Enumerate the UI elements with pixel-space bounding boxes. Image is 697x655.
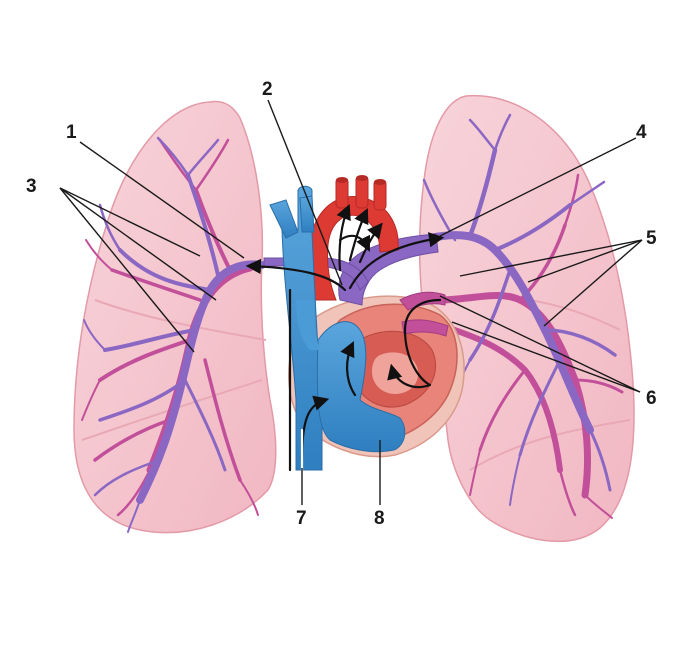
- label-1: 1: [66, 122, 77, 143]
- right-lung: [73, 100, 277, 534]
- label-2: 2: [262, 79, 273, 100]
- right-lung-vessel-tree: [81, 136, 266, 533]
- left-lung-vessel-tree: [422, 113, 624, 519]
- label-4: 4: [636, 122, 647, 143]
- leader-lines: [59, 99, 643, 505]
- label-6: 6: [646, 388, 657, 409]
- vena-cava: [269, 185, 406, 471]
- number-labels: 1 2 3 4 5 6 7 8: [26, 79, 657, 529]
- label-7: 7: [296, 508, 307, 529]
- label-5: 5: [646, 228, 657, 249]
- label-8: 8: [374, 508, 385, 529]
- left-lung: [418, 94, 635, 543]
- blood-flow-arrows: [245, 203, 445, 472]
- label-3: 3: [26, 176, 37, 197]
